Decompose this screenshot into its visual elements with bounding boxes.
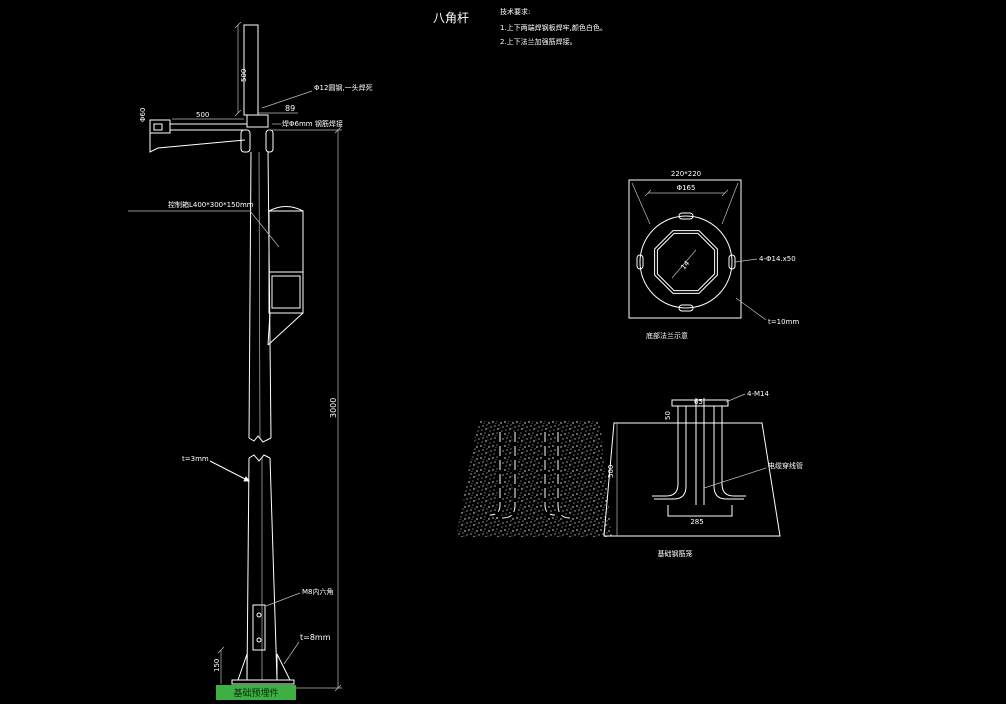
rebar (652, 406, 679, 497)
corner-leader (631, 182, 651, 225)
foundation-cage: 500 50 65 285 4-M14 电缆穿线管 基础钢筋笼 (603, 390, 803, 558)
conduit-note-label: 电缆穿线管 (768, 461, 803, 470)
flange-plan: 220*220 Φ165 14 4-Φ14.x50 t=10mm 底部法兰示意 (628, 170, 799, 340)
control-box-bracket (267, 312, 271, 346)
bolts-label: 4-M14 (747, 390, 769, 398)
bolts-leader (725, 393, 746, 403)
lamp-head (149, 119, 171, 134)
corner-leader (721, 182, 739, 225)
control-box-brace (267, 312, 304, 346)
dim-tick (334, 684, 342, 692)
break-line-lower (248, 454, 271, 462)
conduit-size-label: 65 (694, 398, 703, 406)
base-plate (231, 679, 295, 685)
note-item: 1.上下两端焊钢板焊牢,颜色白色。 (500, 23, 607, 32)
notes-heading: 技术要求: (500, 7, 530, 16)
thickness-leader (735, 297, 767, 321)
dim-tick (721, 189, 729, 197)
control-box (268, 210, 304, 314)
flange-plate (628, 179, 742, 319)
bolt-slot-bottom (678, 304, 694, 312)
top-rod-length-label: 500 (240, 69, 248, 82)
depth-label: 500 (607, 465, 615, 478)
concrete-section (456, 421, 612, 537)
octagon-dim-line (671, 249, 697, 279)
drawing-title: 八角杆 (433, 11, 469, 25)
bolt-circle (639, 215, 733, 309)
bolt-circle-label: Φ165 (677, 184, 696, 192)
rod-note-leader (261, 90, 313, 109)
holes-leader (734, 258, 758, 263)
pole-collar (246, 114, 269, 128)
anchor-bolt (496, 432, 516, 519)
wall-thickness-label: t=3mm (182, 455, 209, 463)
pole-height-label: 3000 (329, 398, 338, 418)
dim-tick (217, 646, 225, 654)
dim-tick (334, 126, 342, 134)
plate-size-label: 220*220 (671, 170, 701, 178)
base-plate-leader (283, 641, 300, 665)
door-bolt (256, 637, 262, 643)
bolt-note-label: M8内六角 (302, 587, 334, 596)
pole-right-edge (269, 457, 278, 681)
clamp-right (265, 129, 274, 153)
selection-highlight (216, 685, 296, 700)
dim-tick (644, 189, 652, 197)
pole-left-edge (248, 151, 252, 439)
hand-hole-door (252, 604, 266, 651)
conduit-note-leader (703, 467, 767, 489)
top-plate (671, 399, 729, 407)
anchor-bolt (557, 432, 571, 519)
octagon-inner (656, 232, 716, 292)
base-height-label: 150 (213, 659, 221, 672)
door-bolt (256, 612, 262, 618)
concrete-fill (456, 421, 612, 537)
anchor-bolt (544, 432, 556, 516)
dim-tick (234, 21, 242, 29)
pole-center-line (258, 151, 261, 439)
base-plate-thickness-label: t=8mm (300, 633, 331, 642)
control-box-panel (271, 275, 301, 309)
anchor-bolt (489, 432, 501, 516)
wall-thickness-leader (209, 460, 250, 482)
lamp-diameter-label: Φ60 (139, 108, 147, 122)
dim-tick (234, 109, 242, 117)
pole-elevation: 500 Φ12圆钢,一头焊死 89 500 Φ60 焊Φ6mm 钢筋焊接 (128, 21, 373, 700)
arm-length-label: 500 (196, 111, 209, 119)
lamp-lens (153, 123, 163, 131)
pole-left-edge (246, 457, 250, 681)
clamp-left (240, 129, 251, 153)
rebar (654, 406, 687, 500)
bottom-bar (667, 505, 733, 517)
bolt-slot-left (636, 254, 644, 270)
control-box-cap (268, 206, 304, 212)
gusset-left (237, 653, 248, 681)
bolt-slot-top (678, 212, 694, 220)
foundation-outline (603, 422, 781, 537)
holes-label: 4-Φ14.x50 (759, 255, 796, 263)
rebar (721, 406, 746, 497)
note-item: 2.上下法兰加强筋焊接。 (500, 37, 577, 46)
selected-item-label: 基础预埋件 (233, 687, 278, 699)
break-line-upper (248, 435, 272, 443)
collar-width-label: 89 (285, 104, 295, 113)
control-box-label: 控制箱L400*300*150mm (168, 200, 254, 209)
foundation-caption: 基础钢筋笼 (658, 549, 693, 558)
flange-caption: 底部法兰示意 (646, 331, 688, 340)
thickness-label: t=10mm (768, 318, 799, 326)
octagon-size-label: 14 (679, 259, 691, 271)
rebar (713, 406, 744, 500)
bolt-note-leader (265, 592, 301, 607)
plate-height-label: 50 (664, 411, 672, 420)
rod-note-label: Φ12圆钢,一头焊死 (314, 83, 373, 92)
octagon-outer (654, 230, 718, 294)
arm-brace (149, 133, 246, 153)
bottom-width-label: 285 (690, 518, 703, 526)
control-box-leader (128, 210, 280, 248)
weld-note-label: 焊Φ6mm 钢筋焊接 (282, 119, 343, 128)
